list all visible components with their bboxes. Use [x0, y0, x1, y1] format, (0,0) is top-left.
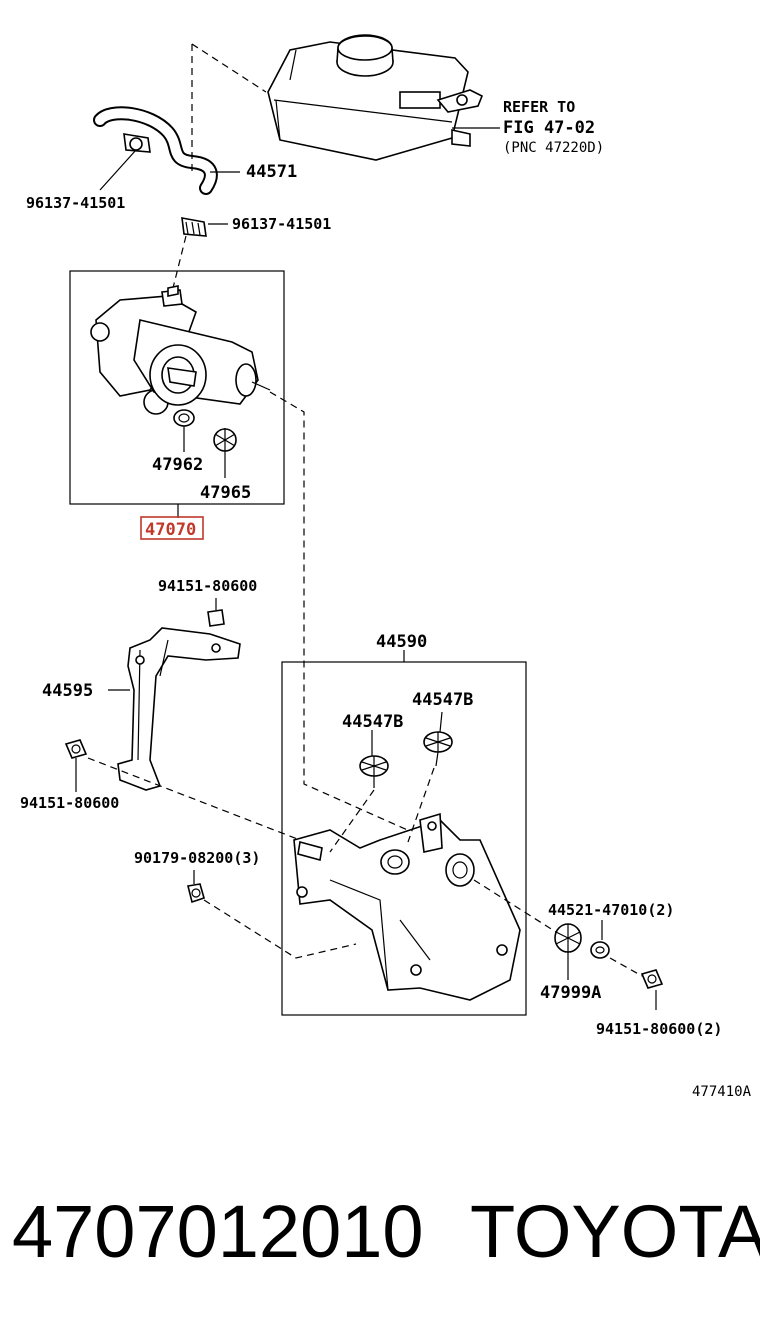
- label-47070[interactable]: 47070: [145, 520, 196, 540]
- label-44590: 44590: [376, 632, 427, 652]
- bolt-90179: [187, 840, 323, 904]
- brake-booster-pump: [90, 285, 271, 415]
- label-90179: 90179-08200(3): [134, 849, 260, 867]
- o-ring-47962: [173, 409, 195, 427]
- pump-assembly-frame: [69, 270, 285, 505]
- label-47965: 47965: [200, 483, 251, 503]
- footer-part-number: 4707012010: [12, 1190, 424, 1273]
- cushion-47965: [213, 428, 237, 452]
- hose-44571: [93, 106, 218, 195]
- label-44547b-right: 44547B: [412, 690, 473, 710]
- bracket-assembly-44590: [293, 812, 521, 1001]
- nut-94151-right: [640, 969, 664, 989]
- bracket-44595: [117, 627, 241, 791]
- label-96137-lower: 96137-41501: [232, 215, 331, 233]
- highlight-47070-box: [140, 516, 204, 540]
- label-44547b-left: 44547B: [342, 712, 403, 732]
- label-47999a: 47999A: [540, 983, 601, 1003]
- parts-diagram: 44571 96137-41501 96137-41501 REFER TO F…: [20, 34, 752, 1100]
- collar-44521: [590, 941, 610, 959]
- label-refer-to: REFER TO: [503, 98, 575, 116]
- cushion-44547b-right: [423, 731, 453, 767]
- label-44595: 44595: [42, 681, 93, 701]
- nut-94151-upper: [207, 609, 225, 627]
- label-44571: 44571: [246, 162, 297, 182]
- cushion-44547b-left: [359, 755, 389, 788]
- label-44521: 44521-47010(2): [548, 901, 674, 919]
- label-47962: 47962: [152, 455, 203, 475]
- label-96137-upper: 96137-41501: [26, 194, 125, 212]
- label-refer-pnc: (PNC 47220D): [503, 140, 604, 156]
- reservoir-tank: [267, 34, 484, 161]
- cushion-47999a: [554, 923, 582, 953]
- clip-96137-lower: [181, 217, 207, 237]
- label-refer-fig: FIG 47-02: [503, 118, 595, 138]
- label-94151-upper: 94151-80600: [158, 577, 257, 595]
- label-94151-right: 94151-80600(2): [596, 1020, 722, 1038]
- label-94151-left: 94151-80600: [20, 794, 119, 812]
- diagram-id: 477410A: [692, 1084, 752, 1100]
- footer-brand: TOYOTA: [470, 1190, 760, 1273]
- nut-94151-left: [64, 739, 88, 759]
